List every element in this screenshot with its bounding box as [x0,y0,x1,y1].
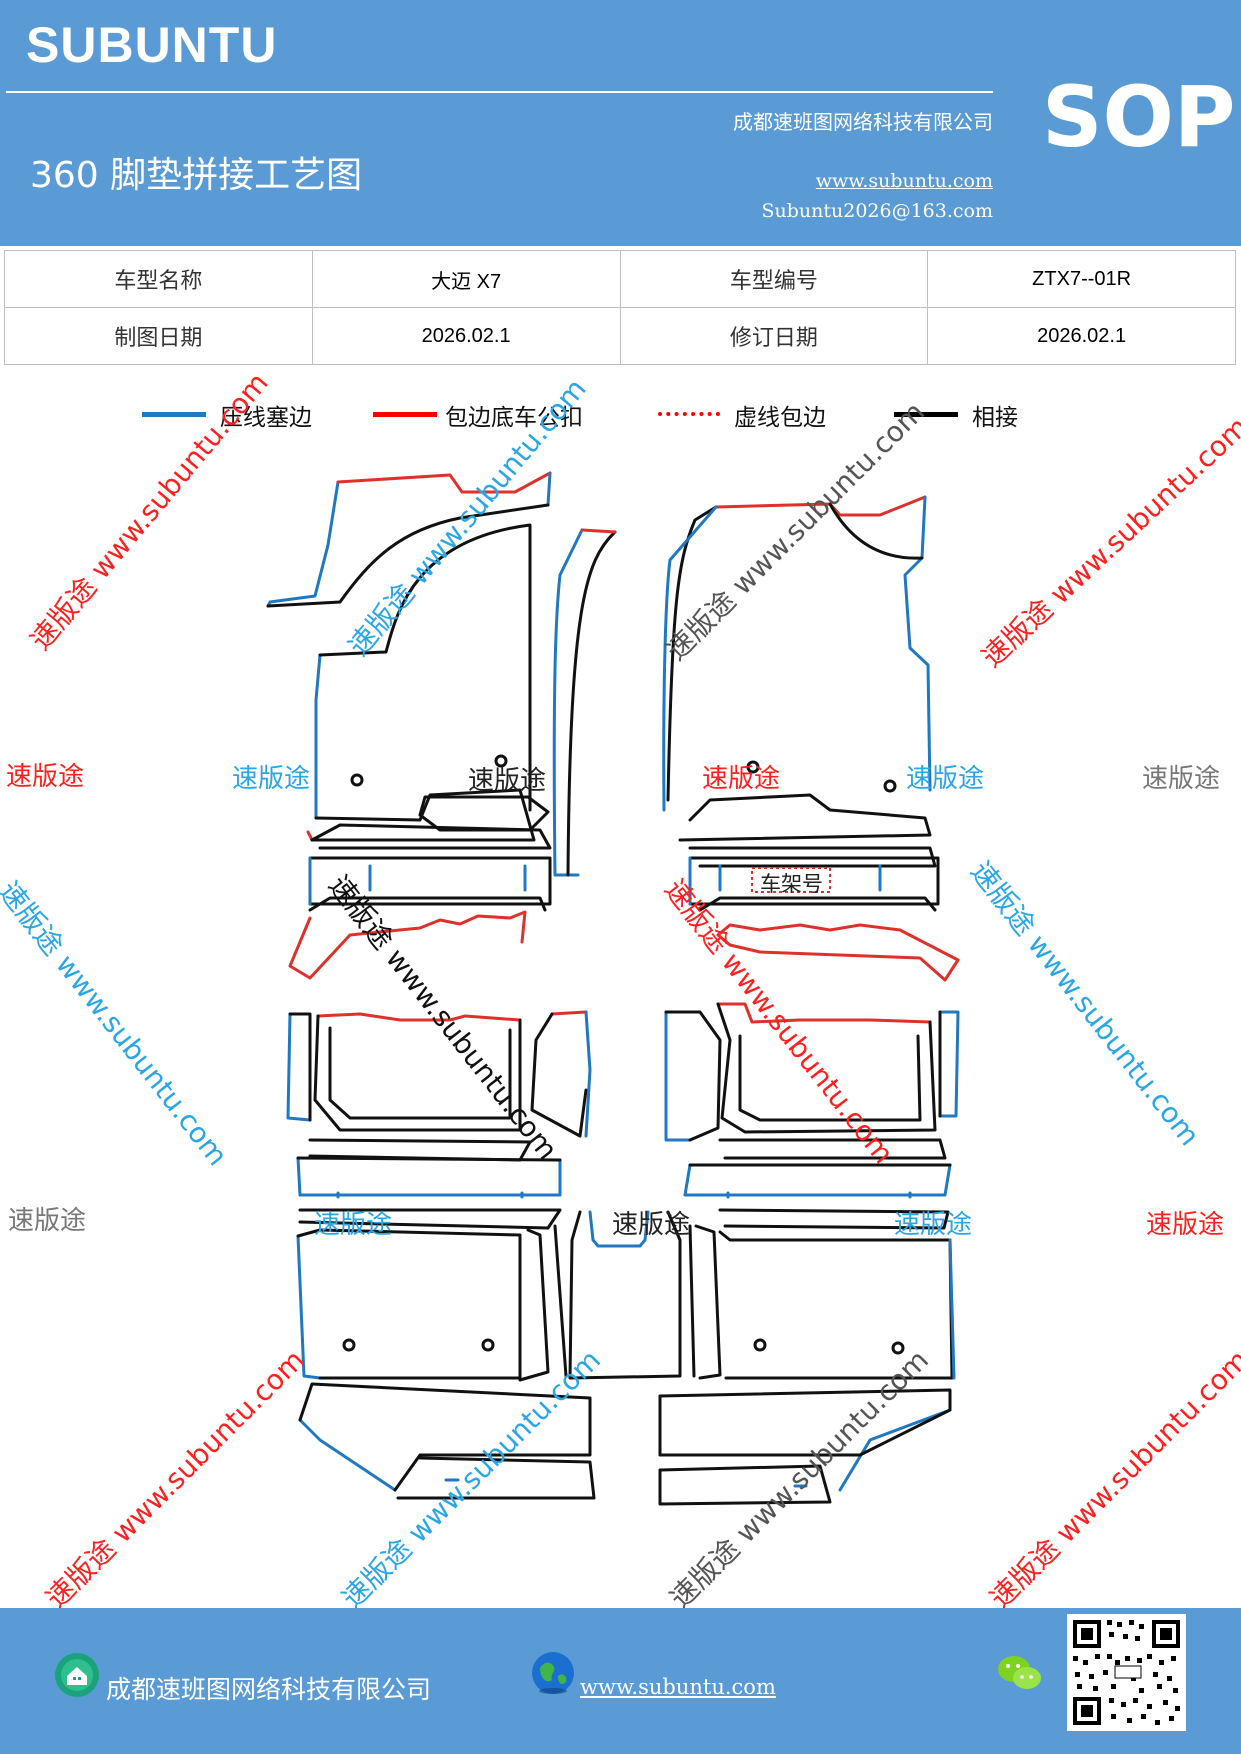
watermark-brand: 速版途 [6,762,85,792]
watermark-brand: 速版途 [314,1210,393,1240]
legend-swatch [658,412,720,416]
legend-label: 相接 [972,405,1018,431]
qr-code [1067,1614,1186,1731]
brand-logo: SUBUNTU [26,17,278,73]
revise-date-label: 修订日期 [619,307,929,365]
building-icon [55,1653,99,1697]
floor-mat-diagram: 车架号 [266,471,960,1506]
wechat-icon[interactable] [996,1652,1044,1694]
watermark-brand: 速版途 [8,1206,87,1236]
model-code-value: ZTX7--01R [927,250,1236,308]
sop-badge: SOP [1042,68,1236,166]
draw-date-value: 2026.02.1 [311,307,621,365]
watermark-brand: 速版途 [468,766,547,796]
header-company: 成都速班图网络科技有限公司 [733,110,993,134]
footer-company: 成都速班图网络科技有限公司 [106,1675,432,1704]
model-name-label: 车型名称 [4,250,313,308]
globe-icon [532,1652,574,1694]
watermark-brand: 速版途 [1146,1210,1225,1240]
third-row-left [296,1208,596,1500]
header-email[interactable]: Subuntu2026@163.com [761,200,993,222]
model-code-label: 车型编号 [619,250,929,308]
front-right-strips [688,846,960,982]
table-row: 车型名称 大迈 X7 车型编号 ZTX7--01R [4,250,1236,308]
third-row-center [553,1210,696,1380]
info-table: 车型名称 大迈 X7 车型编号 ZTX7--01R 制图日期 2026.02.1… [4,250,1236,365]
watermark-brand: 速版途 [1142,764,1221,794]
legend-label: 虚线包边 [734,405,826,431]
watermark-brand: 速版途 [612,1210,691,1240]
legend-swatch [373,412,437,417]
legend-swatch [894,412,958,417]
watermark-brand: 速版途 [232,764,311,794]
front-left-mat [266,471,617,877]
front-left-strips [288,823,552,980]
revise-date-value: 2026.02.1 [927,307,1236,365]
header-website-link[interactable]: www.subuntu.com [815,170,993,192]
watermark-brand: 速版途 [894,1210,973,1240]
frame-number-label: 车架号 [760,872,823,896]
model-name-value: 大迈 X7 [311,250,621,308]
second-row-left [286,1010,592,1199]
front-right-mat [662,495,932,842]
frame-number-box [751,867,831,893]
legend-swatch [142,412,206,417]
page-title: 360 脚垫拼接工艺图 [30,155,363,196]
legend-label: 包边底车公扣 [445,405,583,431]
table-row: 制图日期 2026.02.1 修订日期 2026.02.1 [4,307,1236,365]
legend-label: 压线塞边 [220,405,312,431]
watermark-brand: 速版途 [702,764,781,794]
third-row-right [658,1208,956,1506]
second-row-right [664,1002,960,1199]
header-divider [6,91,993,93]
header-band [0,0,1241,246]
draw-date-label: 制图日期 [4,307,313,365]
watermark-brand: 速版途 [906,764,985,794]
footer-website-link[interactable]: www.subuntu.com [580,1675,776,1699]
